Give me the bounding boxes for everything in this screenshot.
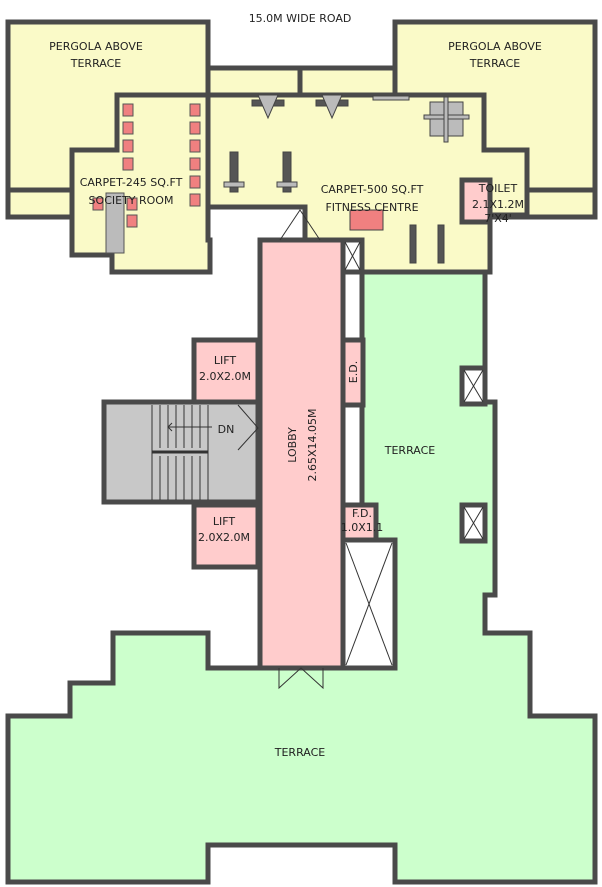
- pergola-right-label-2: TERRACE: [469, 57, 521, 70]
- ed-label: E.D.: [347, 361, 360, 383]
- fitness-carpet: CARPET-500 SQ.FT: [321, 183, 424, 196]
- lobby-label: LOBBY: [286, 427, 299, 463]
- pergola-right-label: PERGOLA ABOVE: [448, 40, 542, 53]
- toilet-size: 2.1X1.2M: [472, 198, 524, 211]
- lobby-label-group: LOBBY 2.65X14.05M: [286, 408, 319, 481]
- lift-lower-size: 2.0X2.0M: [198, 531, 250, 544]
- fd-size: 1.0X1.1: [341, 521, 384, 534]
- toilet: [459, 177, 493, 225]
- toilet-size-ft: 7'X4': [484, 212, 512, 225]
- chairs: [92, 103, 201, 228]
- terrace-bottom-label: TERRACE: [274, 746, 326, 759]
- shafts: [340, 237, 488, 671]
- meeting-table: [105, 192, 125, 254]
- lobby: [257, 237, 346, 671]
- electrical-duct: [340, 337, 366, 408]
- stair-dn-label: DN: [218, 423, 235, 436]
- lobby-size: 2.65X14.05M: [306, 408, 319, 481]
- lift-lower: [191, 502, 261, 570]
- lift-upper-size: 2.0X2.0M: [199, 370, 251, 383]
- society-room-carpet: CARPET-245 SQ.FT: [80, 176, 183, 189]
- pergola-left-label: PERGOLA ABOVE: [49, 40, 143, 53]
- road-label: 15.0M WIDE ROAD: [249, 12, 352, 25]
- stair-treads: [151, 404, 259, 500]
- pergola-left-label-2: TERRACE: [70, 57, 122, 70]
- lift-upper-label: LIFT: [214, 354, 237, 367]
- society-room-label: SOCIETY ROOM: [89, 194, 174, 207]
- lift-upper: [191, 337, 261, 405]
- fitness-label: FITNESS CENTRE: [325, 201, 418, 214]
- toilet-label: TOILET: [478, 182, 518, 195]
- fd-label: F.D.: [352, 507, 372, 520]
- gym-equipment: [223, 94, 470, 264]
- lift-lower-label: LIFT: [213, 515, 236, 528]
- terrace-right-label: TERRACE: [384, 444, 436, 457]
